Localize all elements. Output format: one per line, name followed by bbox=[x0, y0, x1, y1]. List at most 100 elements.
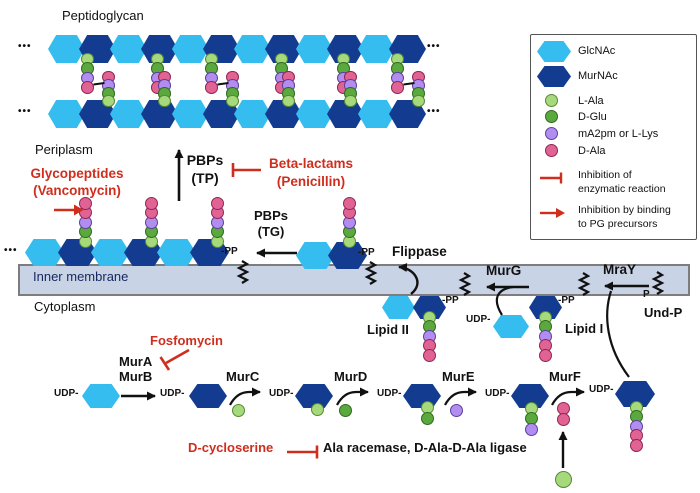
legend-d-ala-label: D-Ala bbox=[578, 145, 606, 157]
inhibition-binding-icon bbox=[540, 208, 565, 218]
peptide-circle-l-ala bbox=[310, 402, 324, 416]
pp-label: -PP bbox=[558, 295, 575, 306]
udp-label: UDP- bbox=[466, 314, 491, 325]
peptide-circle-d-ala bbox=[538, 348, 552, 362]
peptide-circle-d-ala bbox=[205, 81, 218, 94]
inner-membrane-label: Inner membrane bbox=[33, 269, 129, 284]
legend-glcnac-label: GlcNAc bbox=[578, 45, 616, 57]
penicillin-label: (Penicillin) bbox=[276, 174, 346, 189]
strand-dots: ••• bbox=[18, 106, 32, 117]
glcnac-hexagon bbox=[172, 35, 209, 63]
strand-dots: ••• bbox=[427, 41, 441, 52]
peptide-circle-l-ala bbox=[344, 94, 357, 108]
murd-label: MurD bbox=[334, 369, 368, 384]
und-p-label: Und-P bbox=[644, 305, 683, 320]
legend-ma2pm-label: mA2pm or L-Lys bbox=[578, 128, 659, 140]
glcnac-hexagon bbox=[25, 239, 64, 266]
fosfomycin-label: Fosfomycin bbox=[150, 333, 223, 348]
udp-label: UDP- bbox=[485, 388, 510, 399]
legend-inhibition-binding-label-1: Inhibition by binding bbox=[578, 204, 671, 216]
murnac-hexagon-icon bbox=[537, 66, 571, 87]
murnac-hexagon bbox=[413, 296, 446, 319]
murnac-hexagon bbox=[529, 296, 562, 319]
d-glu-circle-icon bbox=[545, 110, 558, 123]
glcnac-hexagon bbox=[296, 100, 333, 128]
murb-label: MurB bbox=[119, 369, 153, 384]
mure-label: MurE bbox=[442, 369, 475, 384]
glcnac-hexagon bbox=[234, 35, 271, 63]
glcnac-hexagon bbox=[234, 100, 271, 128]
strand-dots: ••• bbox=[18, 41, 32, 52]
tp-label: (TP) bbox=[191, 170, 219, 186]
ala-racemase-ligase-label: Ala racemase, D-Ala-D-Ala ligase bbox=[323, 440, 527, 455]
d-ala-circle-icon bbox=[545, 144, 558, 157]
strand-dots: ••• bbox=[427, 106, 441, 117]
glcnac-hexagon bbox=[110, 35, 147, 63]
legend-murnac-label: MurNAc bbox=[578, 70, 618, 82]
pbps-tg-label: PBPs bbox=[254, 208, 288, 223]
peptide-circle-l-ala bbox=[554, 470, 572, 488]
d-cycloserine-label: D-cycloserine bbox=[188, 440, 274, 455]
cytoplasm-label: Cytoplasm bbox=[34, 299, 96, 314]
vancomycin-label: (Vancomycin) bbox=[33, 183, 121, 198]
glcnac-hexagon bbox=[48, 100, 85, 128]
legend-d-glu-label: D-Glu bbox=[578, 111, 607, 123]
glcnac-hexagon bbox=[172, 100, 209, 128]
peptide-circle-d-ala bbox=[629, 438, 643, 452]
peptide-circle-l-ala bbox=[102, 94, 115, 108]
murnac-hexagon bbox=[189, 384, 227, 408]
inhibition-tbar-icon bbox=[540, 172, 563, 184]
glcnac-hexagon-icon bbox=[537, 41, 571, 62]
legend-inhibition-binding-label-2: to PG precursors bbox=[578, 218, 658, 230]
ma2pm-circle-icon bbox=[545, 127, 558, 140]
peptide-circle-d-ala bbox=[556, 412, 570, 426]
peptidoglycan-label: Peptidoglycan bbox=[62, 8, 144, 23]
peptide-circle-d-glu bbox=[420, 411, 434, 425]
l-ala-circle-icon bbox=[545, 94, 558, 107]
peptide-circle-d-ala bbox=[422, 348, 436, 362]
glcnac-hexagon bbox=[358, 100, 395, 128]
p-label: P bbox=[643, 289, 650, 300]
peptide-circle-l-ala bbox=[158, 94, 171, 108]
pp-label: -PP bbox=[442, 295, 459, 306]
murg-label: MurG bbox=[486, 263, 522, 278]
peptide-circle-d-ala bbox=[144, 196, 158, 210]
glcnac-hexagon bbox=[358, 35, 395, 63]
glcnac-hexagon bbox=[157, 239, 196, 266]
tg-label: (TG) bbox=[257, 224, 285, 239]
legend-inhibition-enzymatic-label-2: enzymatic reaction bbox=[578, 183, 666, 195]
periplasm-label: Periplasm bbox=[35, 142, 93, 157]
beta-lactams-label: Beta-lactams bbox=[268, 156, 354, 171]
glycopeptides-label: Glycopeptides bbox=[30, 166, 124, 181]
udp-label: UDP- bbox=[589, 384, 614, 395]
flippase-label: Flippase bbox=[392, 244, 447, 259]
pbps-tp-label: PBPs bbox=[186, 152, 224, 168]
glcnac-hexagon bbox=[110, 100, 147, 128]
peptide-circle-l-ala bbox=[412, 94, 425, 108]
pp-label: -PP bbox=[221, 246, 238, 257]
peptide-circle-d-ala bbox=[81, 81, 94, 94]
murf-label: MurF bbox=[549, 369, 581, 384]
udp-label: UDP- bbox=[377, 388, 402, 399]
glcnac-hexagon bbox=[493, 315, 529, 338]
peptide-circle-d-ala bbox=[342, 196, 356, 210]
peptide-circle-ma2pm bbox=[524, 422, 538, 436]
udp-label: UDP- bbox=[160, 388, 185, 399]
peptide-circle-d-ala bbox=[391, 81, 404, 94]
lipid-i-label: Lipid I bbox=[565, 321, 604, 336]
glcnac-hexagon bbox=[82, 384, 120, 408]
mray-label: MraY bbox=[603, 262, 637, 277]
legend-l-ala-label: L-Ala bbox=[578, 95, 604, 107]
glcnac-hexagon bbox=[296, 35, 333, 63]
peptide-circle-l-ala bbox=[226, 94, 239, 108]
glcnac-hexagon bbox=[48, 35, 85, 63]
glcnac-hexagon bbox=[91, 239, 130, 266]
udp-label: UDP- bbox=[269, 388, 294, 399]
udp-label: UDP- bbox=[54, 388, 79, 399]
pp-label: -PP bbox=[358, 247, 375, 258]
lipid-ii-label: Lipid II bbox=[367, 322, 409, 337]
peptide-circle-l-ala bbox=[282, 94, 295, 108]
legend-inhibition-enzymatic-label-1: Inhibition of bbox=[578, 169, 632, 181]
